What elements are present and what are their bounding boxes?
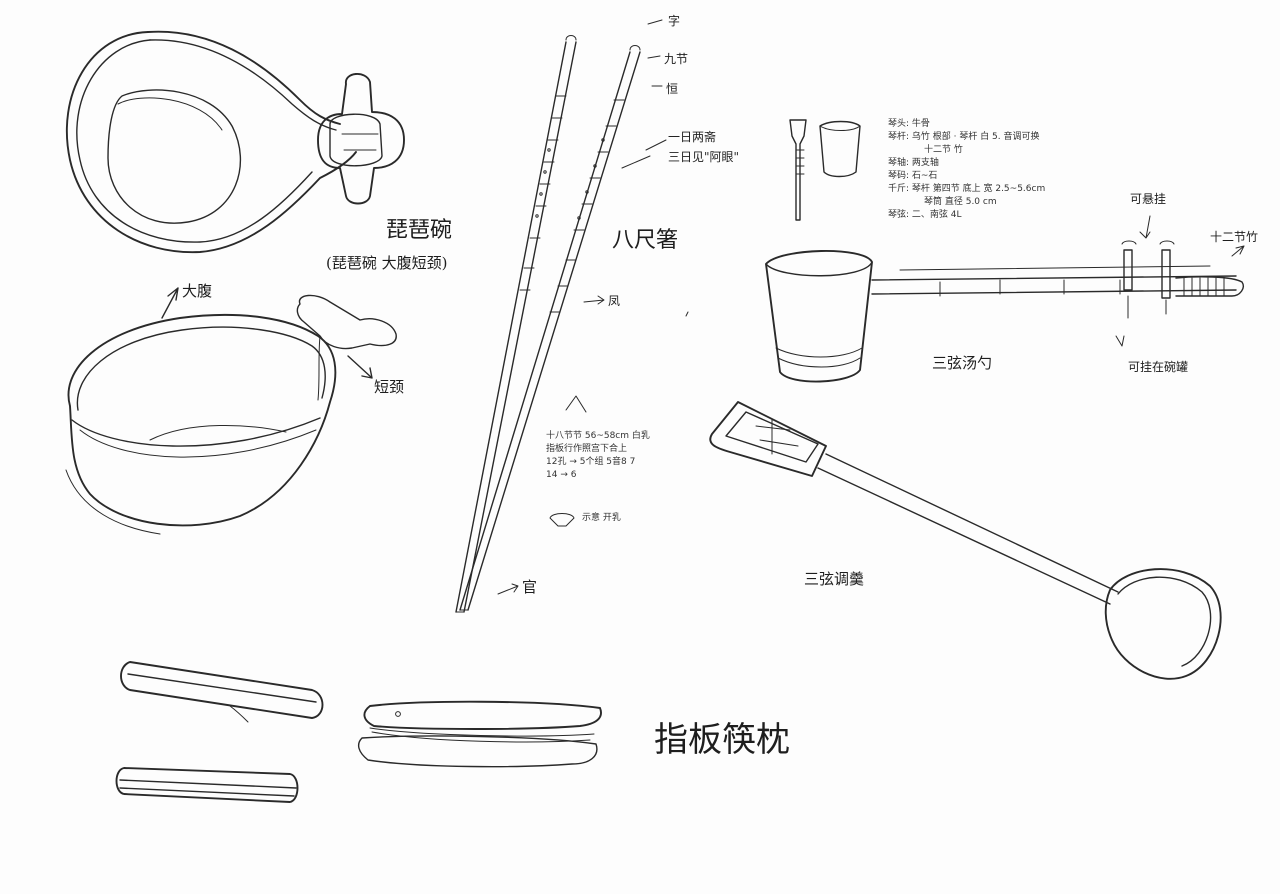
ladle-notes: 琴头: 牛骨 琴杆: 乌竹 根部 · 琴杆 白 5. 音调可换 十二节 竹 琴轴… [888, 118, 1045, 222]
chopstick-arrow-label: 凤 [608, 294, 621, 308]
ladle-hanger-label: 可悬挂 [1130, 192, 1167, 206]
sanxian-ladle [765, 215, 1245, 383]
chopstick-note-line: 十八节节 56~58cm 白乳 [546, 431, 650, 441]
chopstick-note-line: 14 → 6 [546, 470, 577, 480]
spoon-title: 三弦调羹 [804, 570, 865, 588]
ladle-tip-label: 十二节竹 [1210, 230, 1259, 244]
chopstick-mid-label-2: 三日见"阿眼" [668, 150, 740, 164]
ladle-note-line: 琴轴: 两支轴 [888, 158, 939, 168]
pipa-bowl-side-view [65, 294, 397, 535]
pipa-bowl-subtitle: (琵琶碗 大腹短颈) [326, 254, 448, 272]
ladle-note-line: 千斤: 琴杆 第四节 底上 宽 2.5~5.6cm [888, 184, 1046, 194]
ladle-note-line: 琴头: 牛骨 [888, 119, 930, 129]
ladle-note-line: 琴码: 石~石 [888, 171, 938, 181]
short-neck-label: 短颈 [374, 378, 405, 396]
pipa-bowl-title: 琵琶碗 [386, 218, 453, 243]
ladle-title: 三弦汤勺 [932, 354, 993, 372]
chopsticks [455, 19, 689, 613]
big-belly-label: 大腹 [182, 282, 213, 300]
ladle-note-line: 琴弦: 二、南弦 4L [888, 210, 962, 220]
chopstick-note-line: 12孔 → 5个组 5音8 7 [546, 457, 636, 467]
chopstick-note-line: 指板行作照宫下合上 [546, 444, 628, 454]
pipa-arrows [161, 287, 373, 379]
chopstick-rest-title: 指板筷枕 [654, 720, 790, 760]
ladle-note-line: 琴杆: 乌竹 根部 · 琴杆 白 5. 音调可换 [888, 132, 1040, 142]
chopstick-bottom-label: 官 [522, 578, 538, 596]
chopstick-top-label-1: 字 [668, 14, 681, 28]
sanxian-spoon [709, 401, 1222, 680]
chopstick-inset-note: 示意 开乳 [582, 513, 621, 523]
chopstick-notes: 十八节节 56~58cm 白乳 指板行作照宫下合上 12孔 → 5个组 5音8 … [546, 430, 650, 482]
ladle-note-line: 十二节 竹 [924, 145, 963, 155]
ladle-note-line: 琴筒 直径 5.0 cm [924, 197, 997, 207]
ladle-note: 可挂在碗罐 [1128, 360, 1189, 374]
chopstick-top-label-2: 九节 [664, 52, 689, 66]
chopsticks-title: 八尺箸 [612, 228, 679, 253]
chopstick-mid-label-1: 一日两斋 [668, 130, 717, 144]
sanxian-ladle-parts [789, 119, 861, 221]
chopstick-rests [115, 661, 602, 803]
pipa-bowl-top-view [65, 30, 405, 254]
chopstick-top-label-3: 恒 [666, 82, 679, 96]
